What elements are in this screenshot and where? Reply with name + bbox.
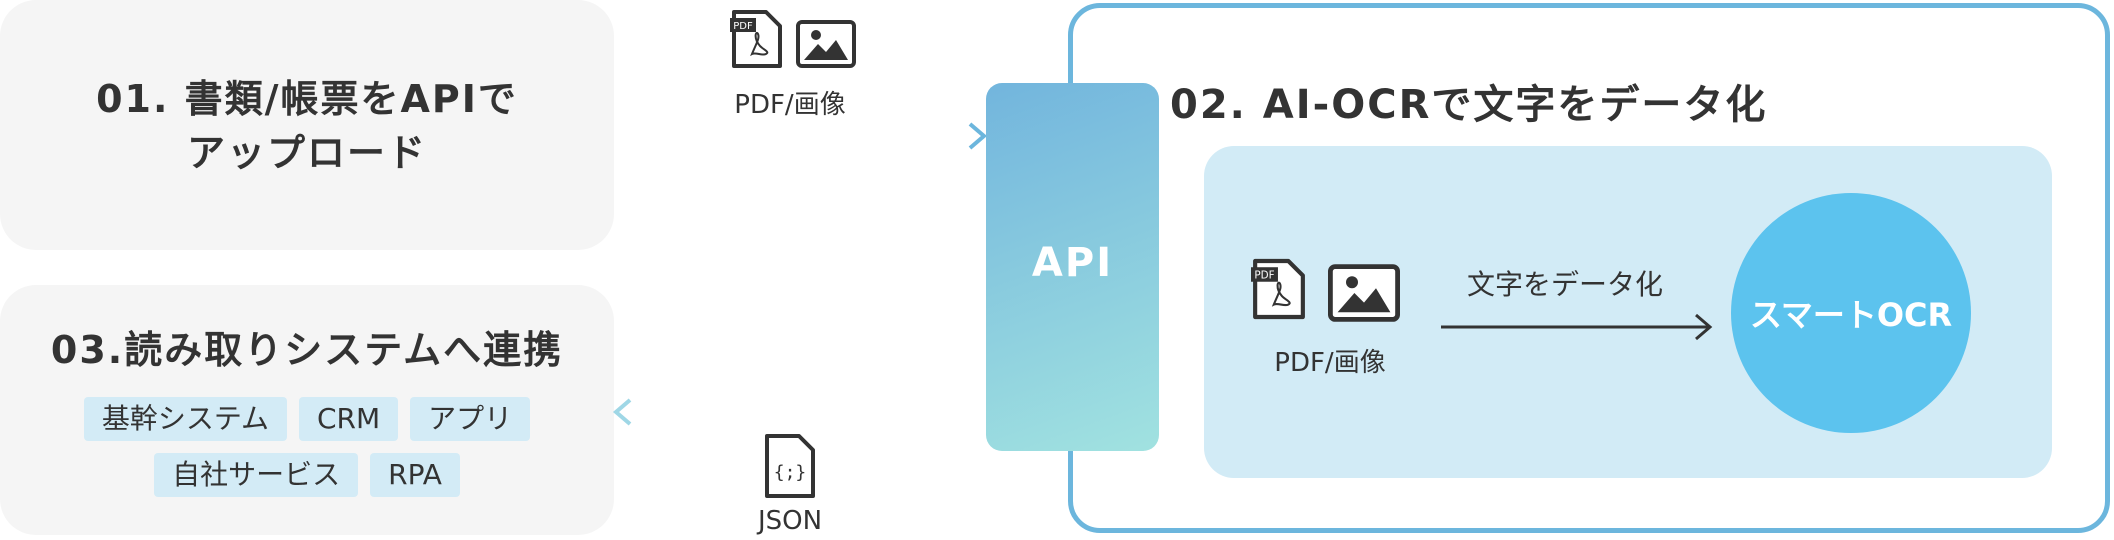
step2-title: 02. AI-OCRで文字をデータ化 — [1170, 82, 1768, 128]
tag-crm: CRM — [298, 397, 399, 441]
convert-label: 文字をデータ化 — [1466, 268, 1663, 301]
step3-title: 03.読み取りシステムへ連携 — [50, 328, 564, 372]
tag-rpa: RPA — [370, 453, 460, 497]
api-box — [986, 83, 1159, 451]
tag-core-system: 基幹システム — [83, 397, 287, 441]
smart-ocr-circle — [1731, 193, 1971, 433]
step1-title-line1: 01. 書類/帳票をAPIで — [96, 77, 518, 121]
pdf-icon: PDF — [1251, 258, 1305, 320]
api-label: API — [1031, 240, 1114, 286]
svg-text:PDF: PDF — [1254, 270, 1274, 282]
image-icon — [1328, 264, 1400, 322]
tags-row-2: 自社サービス RPA — [0, 453, 614, 497]
upload-arrow — [614, 122, 988, 150]
pdf-icon: PDF — [730, 10, 782, 68]
step3-card: 03.読み取りシステムへ連携 基幹システム CRM アプリ 自社サービス RPA — [0, 285, 614, 535]
ocr-files-label: PDF/画像 — [1274, 348, 1386, 378]
image-icon — [796, 20, 856, 68]
svg-text:{;}: {;} — [774, 462, 807, 483]
json-icon: {;} — [765, 434, 815, 498]
step1-title-line2: アップロード — [186, 131, 427, 175]
output-json-label: JSON — [757, 506, 823, 536]
smart-ocr-label: スマートOCR — [1749, 296, 1953, 334]
upload-files-label: PDF/画像 — [734, 90, 846, 120]
step1-card: 01. 書類/帳票をAPIで アップロード — [0, 0, 614, 250]
output-arrow — [612, 398, 986, 426]
svg-text:PDF: PDF — [733, 21, 753, 32]
step1-title: 01. 書類/帳票をAPIで アップロード — [0, 72, 614, 180]
convert-arrow — [1441, 313, 1713, 341]
tags-row-1: 基幹システム CRM アプリ — [0, 397, 614, 441]
tag-own-service: 自社サービス — [154, 453, 359, 497]
tag-app: アプリ — [410, 397, 531, 441]
